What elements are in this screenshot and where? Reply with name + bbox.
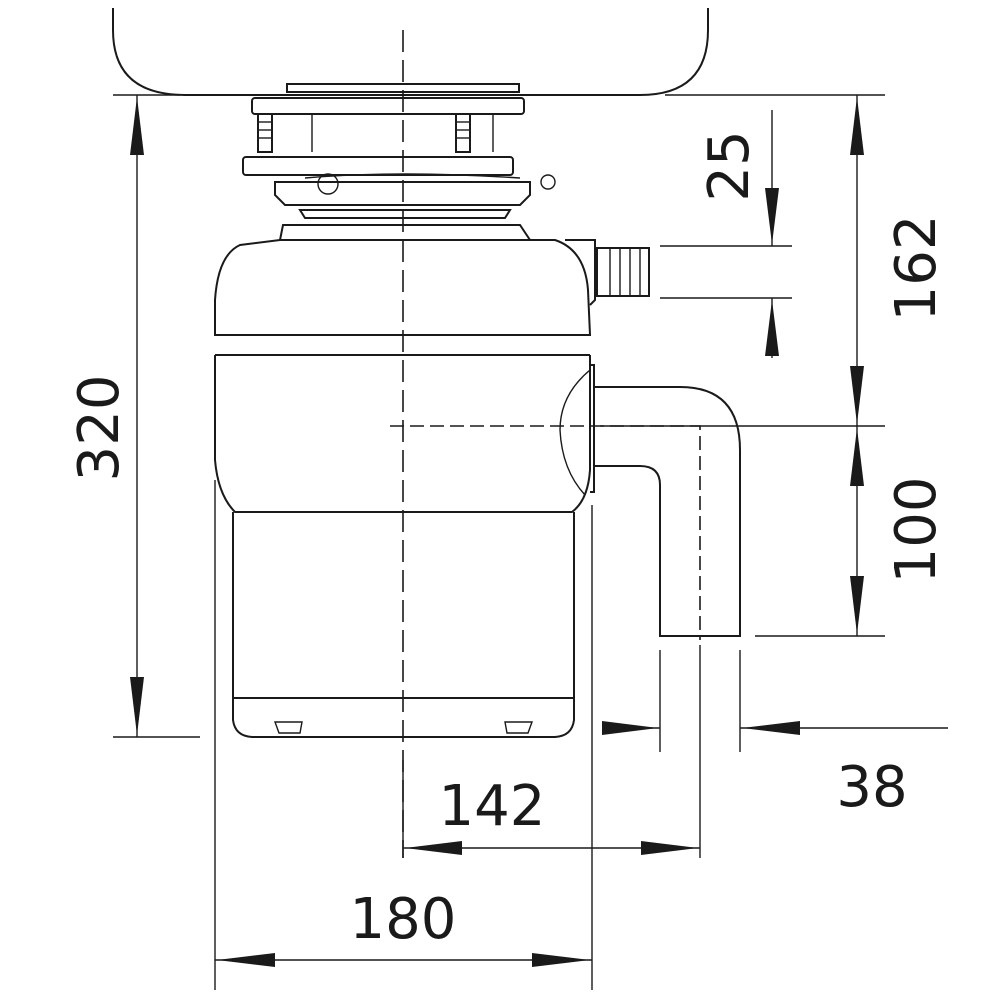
dimension-body-width: 180 [215,887,592,967]
extension-lines [113,94,885,990]
dimension-inlet-diameter: 25 [697,110,779,358]
motor-housing [214,224,595,513]
dimension-label-outlet-drop: 100 [884,477,949,584]
dimension-label-outlet-diameter: 38 [836,755,907,820]
dimension-total-height: 320 [67,95,144,737]
outlet-elbow [594,386,741,637]
dimension-outlet-diameter: 38 [602,721,948,820]
dimension-label-top-to-outlet: 162 [884,215,949,322]
dimension-label-total-height: 320 [67,375,132,482]
dimension-label-outlet-offset: 142 [439,774,546,839]
sink-basin-outline [112,8,709,96]
dimension-outlet-offset: 142 [403,774,700,855]
dimension-top-to-outlet: 162 [850,95,949,426]
dishwasher-inlet [565,239,650,306]
dimension-outlet-drop: 100 [850,426,949,636]
dimension-label-inlet-diameter: 25 [697,130,762,201]
mounting-flange [242,83,556,219]
centerline-outlet [390,425,701,640]
dimension-label-body-width: 180 [350,887,457,952]
